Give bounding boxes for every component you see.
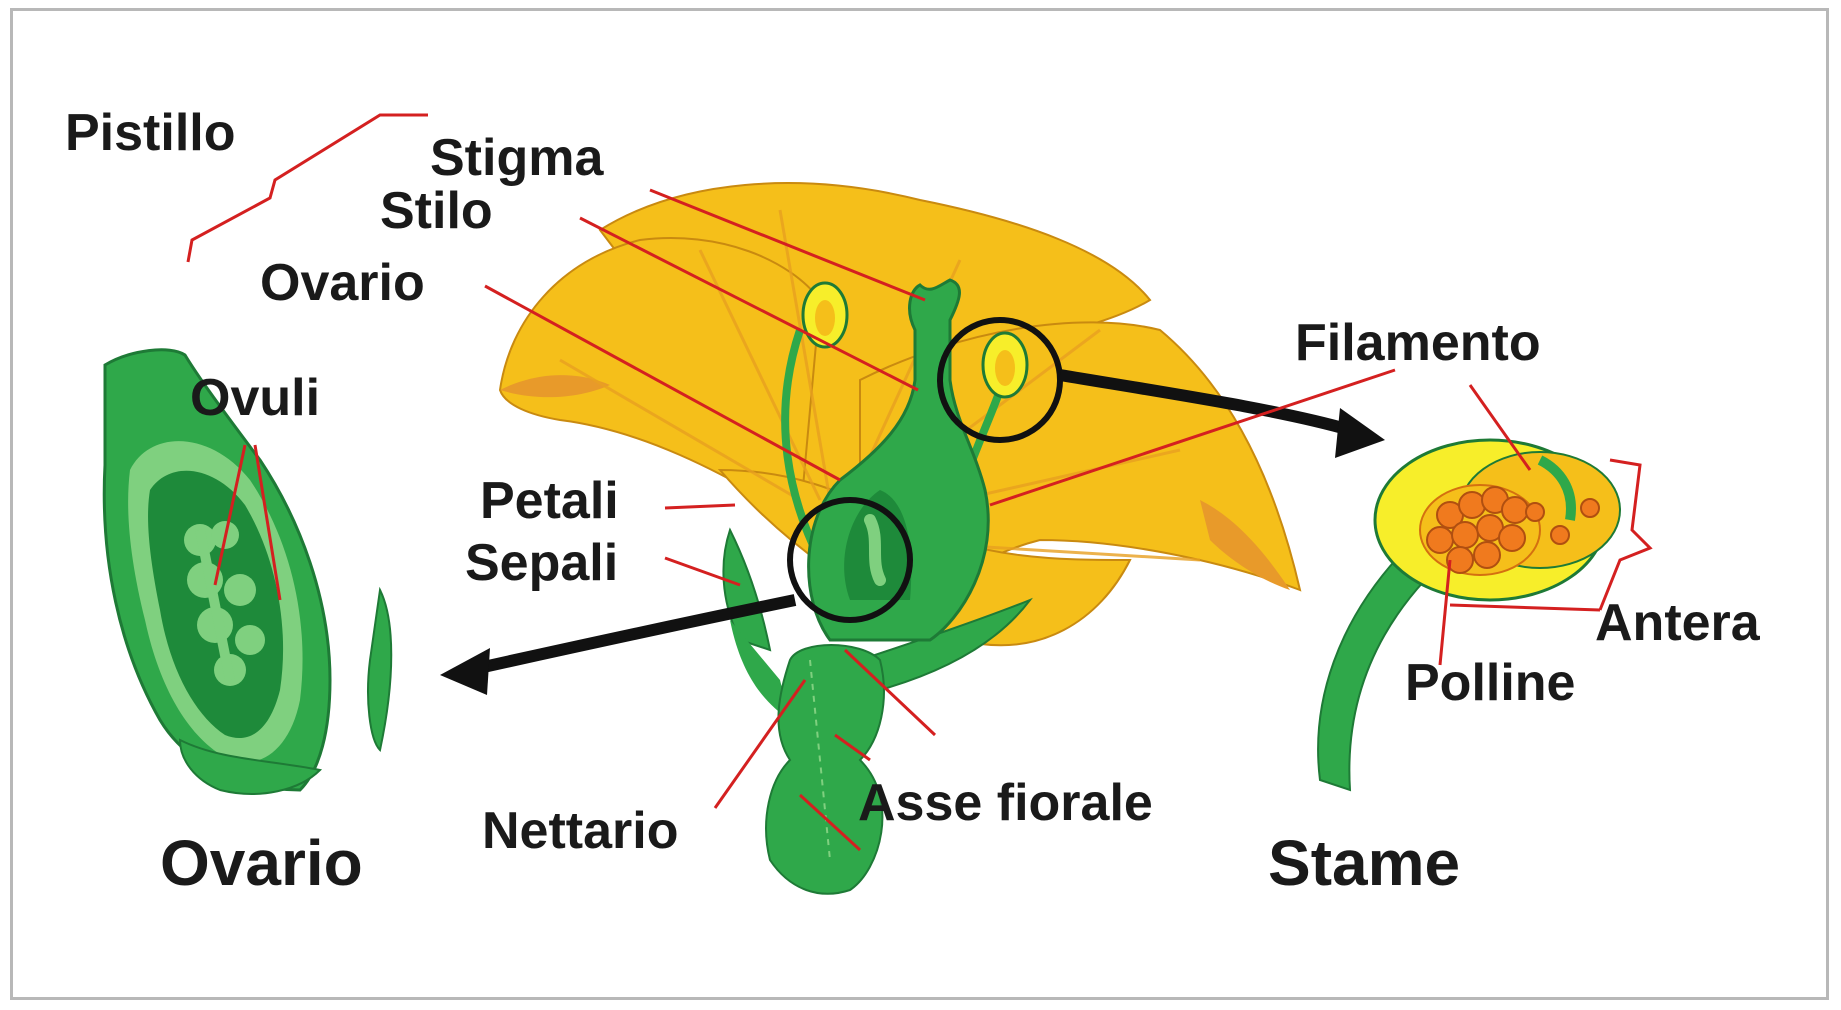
- label-asse-fiorale: Asse fiorale: [858, 774, 1153, 832]
- title-stame: Stame: [1268, 827, 1460, 899]
- label-ovuli: Ovuli: [190, 369, 320, 427]
- label-nettario: Nettario: [482, 802, 678, 860]
- label-sepali: Sepali: [465, 534, 618, 592]
- label-pistillo: Pistillo: [65, 104, 235, 162]
- floral-axis: [766, 645, 884, 894]
- label-petali: Petali: [480, 472, 619, 530]
- label-polline: Polline: [1405, 654, 1575, 712]
- label-antera: Antera: [1595, 594, 1761, 652]
- sepal-left: [723, 530, 770, 650]
- label-stigma: Stigma: [430, 129, 604, 187]
- label-ovario: Ovario: [260, 254, 425, 312]
- title-ovario: Ovario: [160, 827, 363, 899]
- label-filamento: Filamento: [1295, 314, 1541, 372]
- label-stilo: Stilo: [380, 182, 493, 240]
